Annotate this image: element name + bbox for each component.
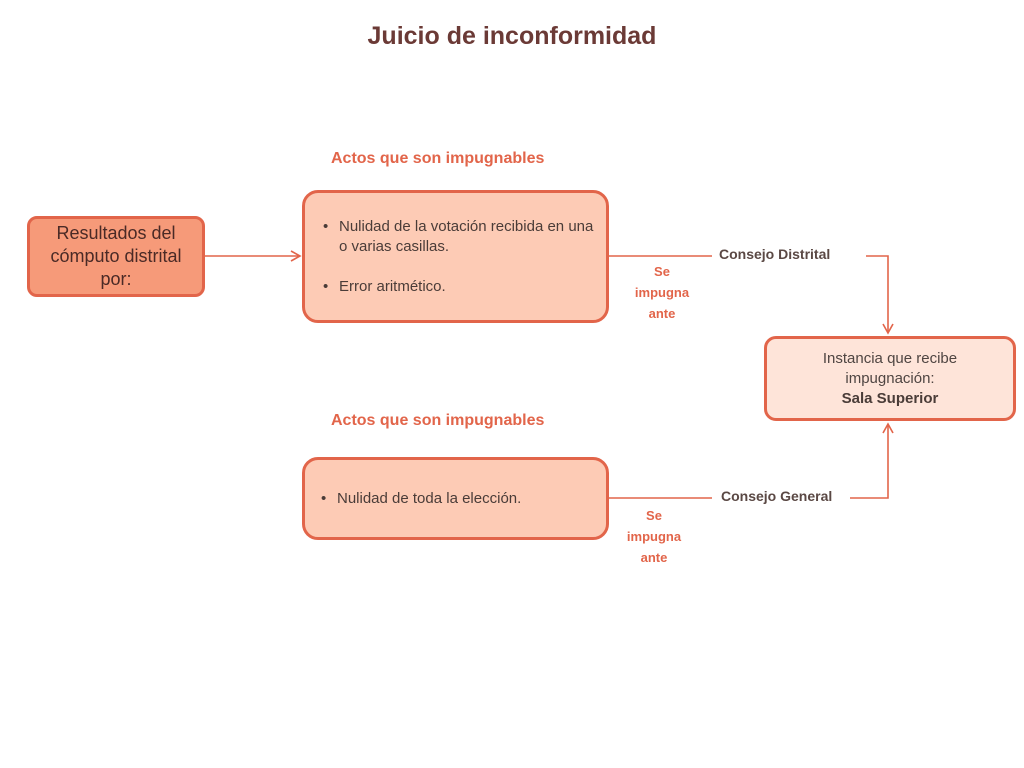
connector-word: ante (648, 306, 676, 321)
connector-label-top: Se impugna ante (627, 261, 697, 324)
bullet-icon: • (323, 278, 329, 295)
acts-bottom-list: • Nulidad de toda la elección. (315, 489, 521, 509)
connector-word: impugna (634, 285, 690, 300)
arrow-consejo-general-to-sala (850, 422, 894, 499)
edge-label-consejo-distrital: Consejo Distrital (719, 246, 831, 262)
source-box: Resultados del cómputo distrital por: (27, 216, 205, 297)
connector-word: impugna (626, 529, 682, 544)
list-item-text: Nulidad de toda la elección. (337, 489, 522, 507)
target-box-line: impugnación: (845, 369, 935, 387)
acts-top-list: • Nulidad de la votación recibida en una … (317, 217, 597, 297)
acts-bottom-box: • Nulidad de toda la elección. (302, 457, 609, 540)
source-box-text: Resultados del cómputo distrital por: (50, 223, 182, 289)
acts-top-label: Actos que son impugnables (331, 150, 545, 167)
connector-label-bottom: Se impugna ante (619, 505, 689, 568)
target-box: Instancia que recibe impugnación: Sala S… (764, 336, 1016, 421)
bullet-icon: • (321, 489, 327, 507)
acts-bottom-label: Actos que son impugnables (331, 412, 545, 429)
list-item: • Error aritmético. (317, 277, 597, 297)
connector-word: ante (640, 550, 668, 565)
acts-top-box: • Nulidad de la votación recibida en una … (302, 190, 609, 323)
bullet-icon: • (323, 218, 329, 235)
target-box-emphasis: Sala Superior (841, 389, 939, 407)
connector-word: Se (646, 508, 662, 523)
connector-word: Se (654, 264, 670, 279)
list-item-text: Error aritmético. (339, 278, 446, 295)
list-item-text: Nulidad de la votación recibida en una o… (339, 218, 594, 255)
arrow-consejo-distrital-to-sala (866, 255, 894, 335)
edge-label-consejo-general: Consejo General (721, 488, 833, 504)
page-title: Juicio de inconformidad (367, 22, 657, 50)
list-item: • Nulidad de toda la elección. (315, 489, 521, 509)
target-box-line: Instancia que recibe (822, 349, 958, 367)
list-item: • Nulidad de la votación recibida en una … (317, 217, 597, 257)
